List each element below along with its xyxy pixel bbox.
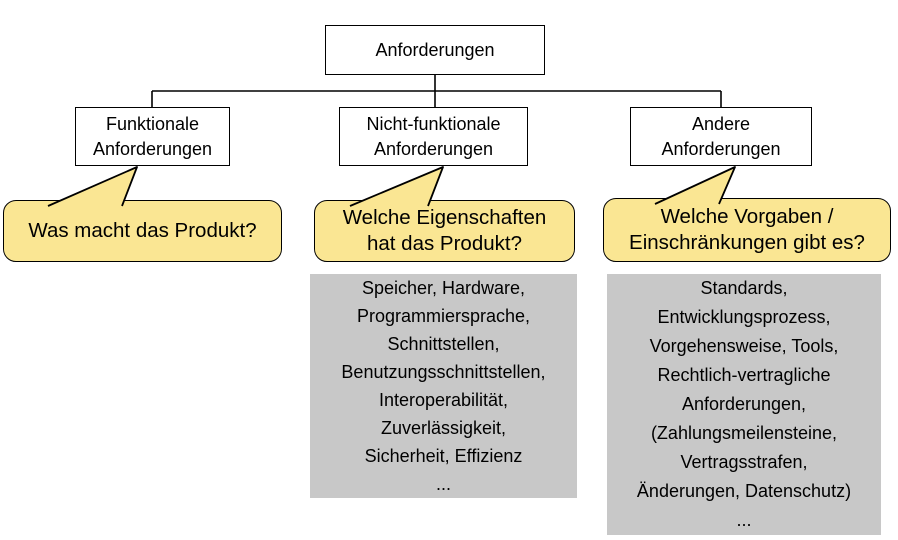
example-line: Sicherheit, Effizienz xyxy=(364,446,523,466)
example-line: Interoperabilität, xyxy=(378,390,509,410)
node-funktionale-anforderungen: Funktionale Anforderungen xyxy=(75,107,230,166)
callout-question-andere: Welche Vorgaben / Einschränkungen gibt e… xyxy=(603,198,891,262)
example-line: Rechtlich-vertragliche xyxy=(657,365,831,385)
example-line-ellipsis: ... xyxy=(736,510,752,530)
node-nicht-funktionale-anforderungen: Nicht-funktionale Anforderungen xyxy=(339,107,528,166)
callout-question-nicht-funktionale: Welche Eigenschaften hat das Produkt? xyxy=(314,200,575,262)
example-line: Änderungen, Datenschutz) xyxy=(636,481,852,501)
example-line: (Zahlungsmeilensteine, xyxy=(650,423,838,443)
example-line: Anforderungen, xyxy=(681,394,807,414)
example-line: Zuverlässigkeit, xyxy=(380,418,507,438)
example-line-ellipsis: ... xyxy=(435,474,451,494)
examples-andere: Standards, Entwicklungsprozess, Vorgehen… xyxy=(607,274,881,535)
example-line: Vorgehensweise, Tools, xyxy=(649,336,839,356)
example-line: Entwicklungsprozess, xyxy=(657,307,831,327)
example-line: Standards, xyxy=(700,278,788,298)
example-line: Benutzungsschnittstellen, xyxy=(341,362,546,382)
example-line: Speicher, Hardware, xyxy=(361,278,526,298)
example-line: Programmiersprache, xyxy=(356,306,531,326)
example-line: Schnittstellen, xyxy=(387,334,500,354)
example-line: Vertragsstrafen, xyxy=(680,452,808,472)
examples-nicht-funktionale: Speicher, Hardware, Programmiersprache, … xyxy=(310,274,577,498)
callout-question-funktionale: Was macht das Produkt? xyxy=(3,200,282,262)
node-andere-anforderungen: Andere Anforderungen xyxy=(630,107,812,166)
node-anforderungen: Anforderungen xyxy=(325,25,545,75)
